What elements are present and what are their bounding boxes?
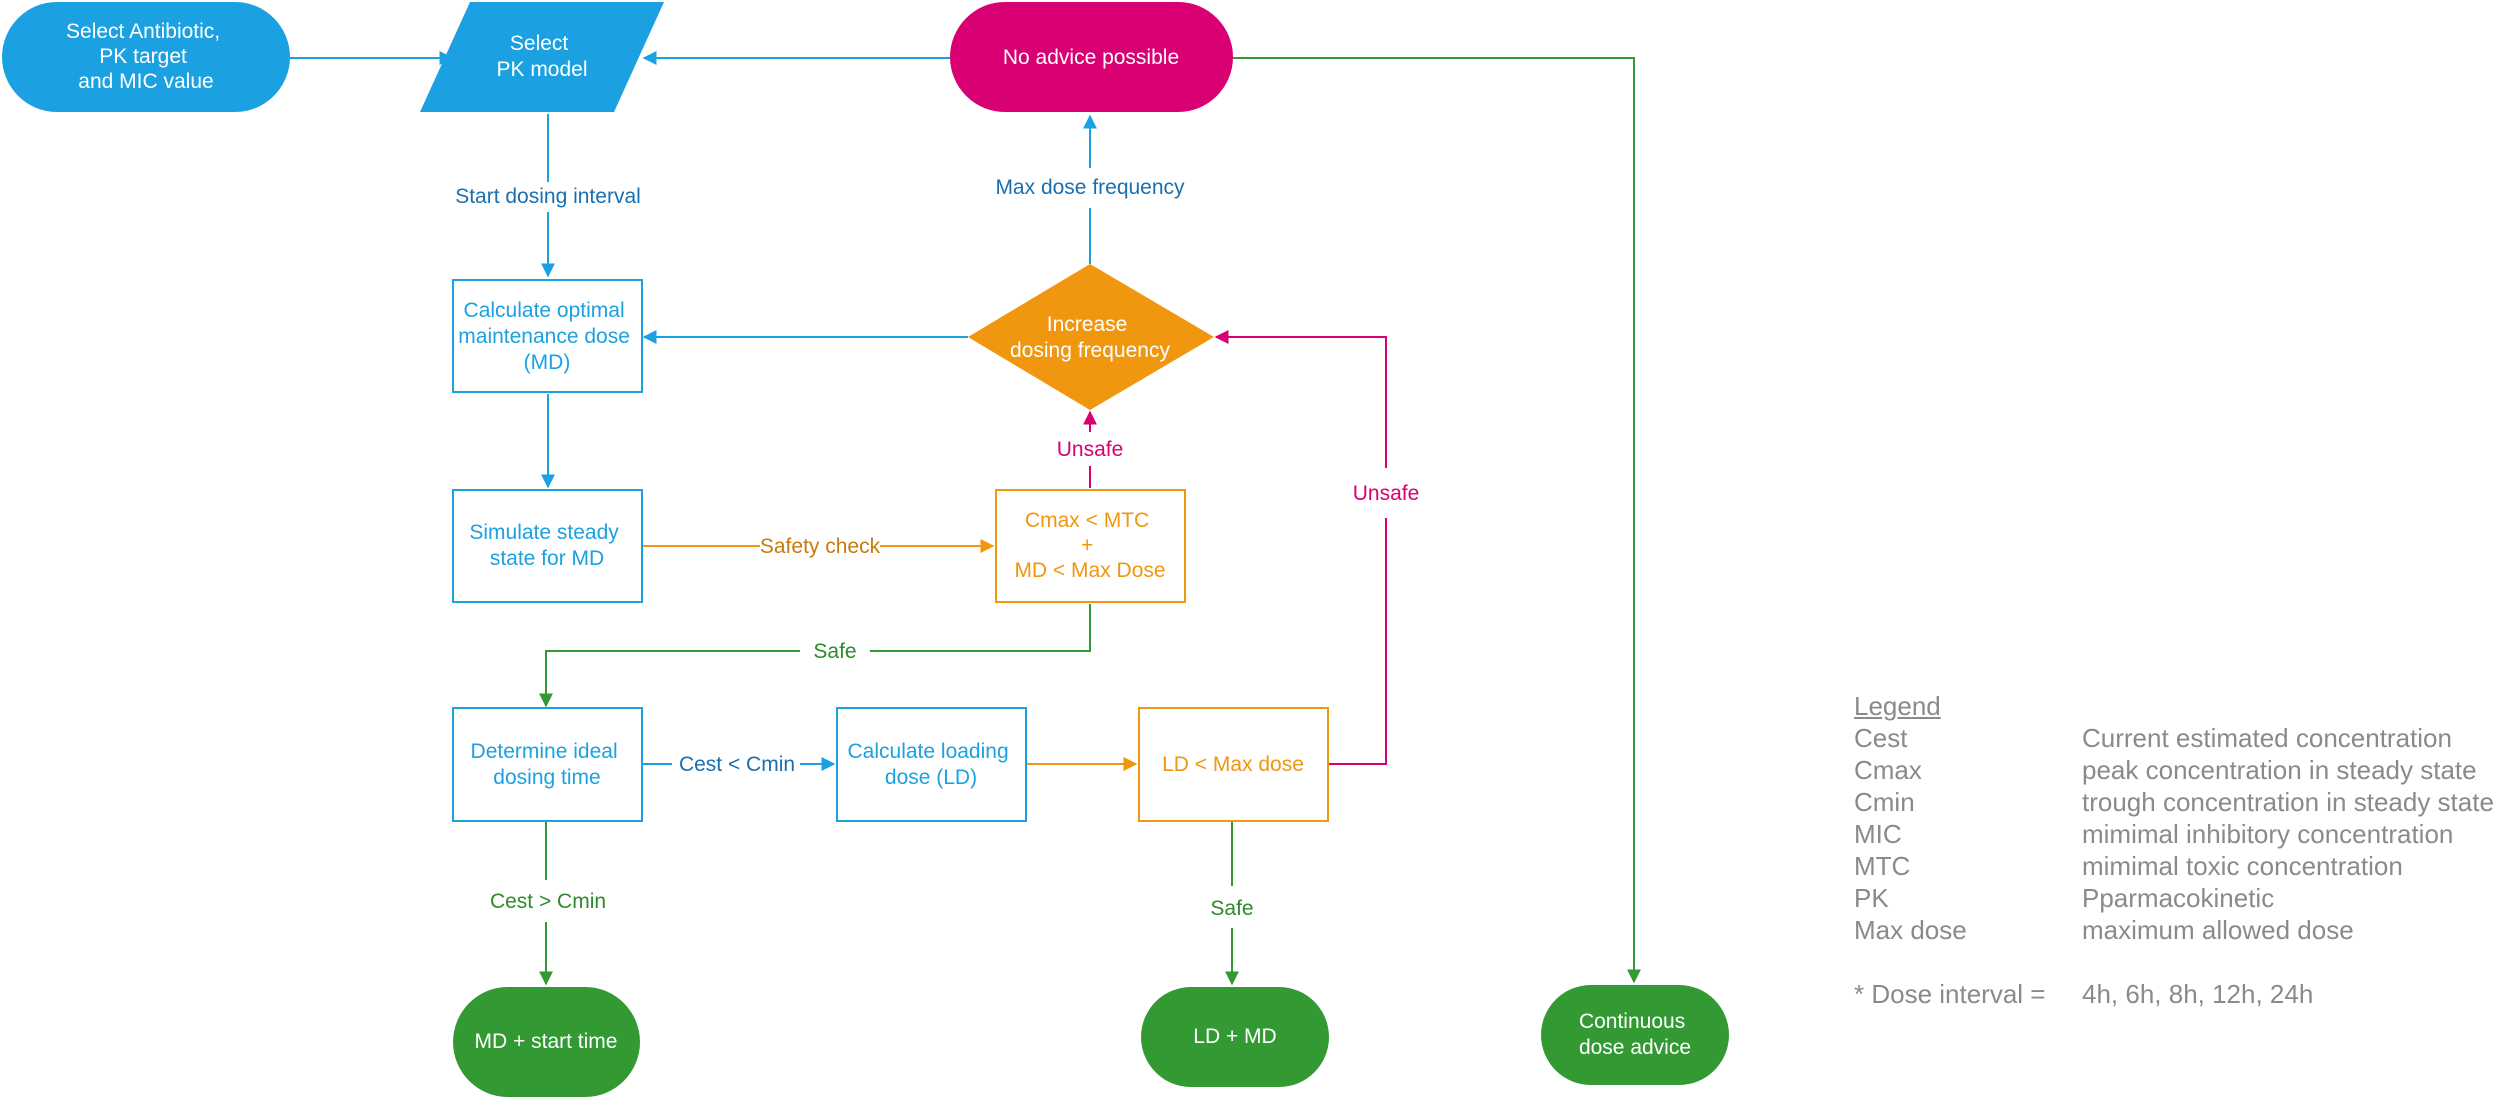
node-select-antibiotic-line-1: Select Antibiotic,	[66, 20, 220, 43]
nodes: Select Antibiotic, PK target and MIC val…	[2, 2, 1729, 1097]
node-determine-time-line-2: dosing time	[493, 766, 600, 789]
svg-text:Increase dosing freque: Increase dosing frequency	[1010, 313, 1170, 362]
svg-text:Calculate loading dose: Calculate loading dose (LD)	[848, 740, 1015, 789]
legend-row: MTC mimimal toxic concentration	[1854, 850, 2504, 882]
edge-labels: Start dosing interval Max dose frequency…	[455, 176, 1419, 920]
svg-text:Continuous dose advice: Continuous dose advice	[1579, 1010, 1691, 1059]
node-md-start-time-line-1: MD + start time	[475, 1030, 618, 1053]
legend-note-label: * Dose interval =	[1854, 979, 2046, 1009]
svg-text:MD + start time: MD + start time	[475, 1030, 618, 1053]
node-calc-ld: Calculate loading dose (LD)	[836, 707, 1027, 822]
node-select-antibiotic-line-2: PK target	[99, 45, 187, 68]
node-continuous-advice-line-2: dose advice	[1579, 1036, 1691, 1059]
legend-definition: maximum allowed dose	[2082, 915, 2354, 945]
svg-text:Calculate optimal main: Calculate optimal maintenance dose (MD)	[458, 299, 635, 374]
node-calc-md-line-1: Calculate optimal	[464, 299, 625, 322]
label-safe-1: Safe	[813, 640, 856, 663]
node-ld-md: LD + MD	[1141, 987, 1329, 1087]
legend-title: Legend	[1854, 691, 1941, 721]
node-select-pk-model-line-2: PK model	[496, 58, 587, 81]
svg-text:Select PK model: Select PK model	[496, 32, 587, 81]
label-unsafe-1: Unsafe	[1057, 438, 1124, 461]
node-increase-freq-line-2: dosing frequency	[1010, 339, 1170, 362]
label-unsafe-2: Unsafe	[1353, 482, 1420, 505]
node-md-start-time: MD + start time	[453, 987, 640, 1097]
legend-definition: trough concentration in steady state	[2082, 787, 2494, 817]
legend-row: MIC mimimal inhibitory concentration	[1854, 818, 2504, 850]
edge-ldcond-to-increase-upper	[1214, 330, 1387, 468]
legend-row: PK Pparmacokinetic	[1854, 882, 2504, 914]
node-simulate-line-1: Simulate steady	[469, 521, 619, 544]
label-start-interval: Start dosing interval	[455, 185, 641, 208]
node-no-advice-line-1: No advice possible	[1003, 46, 1179, 69]
node-safety-condition: Cmax < MTC + MD < Max Dose	[995, 489, 1186, 603]
node-continuous-advice: Continuous dose advice	[1541, 985, 1729, 1085]
node-increase-freq: Increase dosing frequency	[968, 264, 1214, 410]
label-max-freq: Max dose frequency	[995, 176, 1185, 199]
legend-row: Cmax peak concentration in steady state	[1854, 754, 2504, 786]
node-determine-time-line-1: Determine ideal	[471, 740, 618, 763]
label-safety-check: Safety check	[760, 535, 881, 558]
node-no-advice: No advice possible	[950, 2, 1233, 112]
legend-term: Max dose	[1854, 915, 1967, 945]
node-calc-ld-line-2: dose (LD)	[885, 766, 977, 789]
node-select-antibiotic-line-3: and MIC value	[78, 70, 213, 93]
node-calc-ld-line-1: Calculate loading	[848, 740, 1009, 763]
svg-text:No advice possible: No advice possible	[1003, 46, 1179, 69]
node-safety-condition-line-1: Cmax < MTC	[1025, 509, 1149, 532]
label-cest-gt: Cest > Cmin	[490, 890, 606, 913]
svg-text:Simulate steady state: Simulate steady state for MD	[469, 521, 624, 570]
legend-definition: mimimal toxic concentration	[2082, 851, 2403, 881]
legend-term: PK	[1854, 883, 1889, 913]
node-select-pk-model-line-1: Select	[510, 32, 569, 55]
legend-term: MIC	[1854, 819, 1902, 849]
svg-text:LD < Max dose: LD < Max dose	[1162, 753, 1304, 776]
node-calc-md-line-3: (MD)	[524, 351, 571, 374]
node-safety-condition-line-3: MD < Max Dose	[1014, 559, 1165, 582]
node-ld-condition-line-1: LD < Max dose	[1162, 753, 1304, 776]
svg-text:Select Antibiotic, PK: Select Antibiotic, PK target and MIC val…	[66, 20, 226, 93]
legend-definition: Current estimated concentration	[2082, 723, 2452, 753]
edges	[290, 51, 1641, 986]
label-cest-lt: Cest < Cmin	[679, 753, 795, 776]
node-simulate-line-2: state for MD	[490, 547, 604, 570]
node-select-antibiotic: Select Antibiotic, PK target and MIC val…	[2, 2, 290, 112]
node-select-pk-model: Select PK model	[420, 2, 664, 112]
legend-row: Cmin trough concentration in steady stat…	[1854, 786, 2504, 818]
node-ld-md-line-1: LD + MD	[1193, 1025, 1276, 1048]
node-safety-condition-line-2: +	[1081, 534, 1093, 557]
node-ld-condition: LD < Max dose	[1138, 707, 1329, 822]
legend-row: Max dose maximum allowed dose	[1854, 914, 2504, 946]
legend-term: Cest	[1854, 723, 1908, 753]
svg-text:Cmax < MTC + M: Cmax < MTC + MD < Max Dose	[1014, 509, 1165, 582]
edge-noadvice-to-continuous	[1233, 57, 1641, 984]
legend-note-value: 4h, 6h, 8h, 12h, 24h	[2082, 979, 2314, 1009]
legend-term: Cmax	[1854, 755, 1922, 785]
legend-dose-interval-note: * Dose interval = 4h, 6h, 8h, 12h, 24h	[1854, 978, 2504, 1010]
node-continuous-advice-line-1: Continuous	[1579, 1010, 1685, 1033]
legend-definition: Pparmacokinetic	[2082, 883, 2275, 913]
edge-ldcond-to-increase	[1328, 518, 1387, 765]
legend-row: Cest Current estimated concentration	[1854, 722, 2504, 754]
node-calc-md-line-2: maintenance dose	[458, 325, 630, 348]
legend-definition: mimimal inhibitory concentration	[2082, 819, 2454, 849]
node-determine-time: Determine ideal dosing time	[452, 707, 643, 822]
node-increase-freq-line-1: Increase	[1047, 313, 1128, 336]
edge-safety-to-determine-left	[539, 650, 800, 708]
svg-text:LD + MD: LD + MD	[1193, 1025, 1276, 1048]
edge-safety-to-determine	[870, 604, 1091, 652]
legend-definition: peak concentration in steady state	[2082, 755, 2477, 785]
legend-term: MTC	[1854, 851, 1911, 881]
legend: Legend Cest Current estimated concentrat…	[1854, 690, 2504, 1010]
node-simulate: Simulate steady state for MD	[452, 489, 643, 603]
svg-text:Determine ideal dosing: Determine ideal dosing time	[471, 740, 624, 789]
label-safe-2: Safe	[1210, 897, 1253, 920]
legend-term: Cmin	[1854, 787, 1915, 817]
node-calc-md: Calculate optimal maintenance dose (MD)	[452, 279, 643, 393]
